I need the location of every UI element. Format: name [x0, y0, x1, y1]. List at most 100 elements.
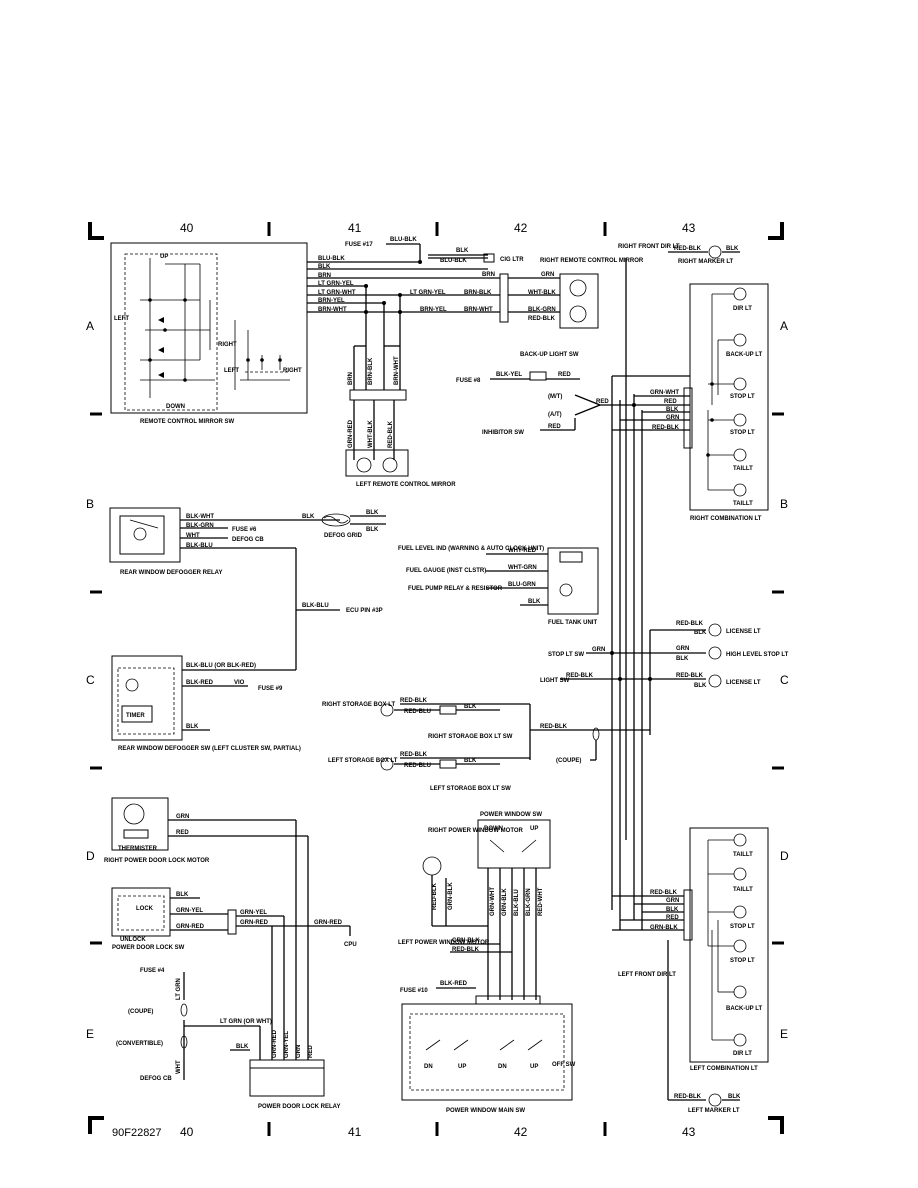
wire-label: WHT-BLK [368, 420, 374, 448]
wire-label: BLK [456, 248, 469, 254]
wire-label: BLU-GRN [508, 582, 536, 588]
storage-box-lights: RIGHT STORAGE BOX LT RED-BLK RED-BLU BLK… [322, 698, 650, 792]
wire-label: WHT-RED [508, 548, 537, 554]
col-label: 42 [514, 221, 528, 235]
wire-label: BLK [464, 758, 477, 764]
wire-label: WHT [186, 533, 200, 539]
column-labels-top: 40 41 42 43 [180, 221, 696, 235]
wire-label: GRN-YEL [240, 910, 267, 916]
thermister-label: THERMISTER [118, 846, 158, 852]
wire-label: BLK [694, 630, 707, 636]
left-combination-lt: LEFT COMBINATION LT TAILLT TAILLT STOP L… [612, 827, 769, 1114]
pw-down-label: DOWN [484, 826, 503, 832]
frame [88, 222, 784, 1136]
right-front-dir-lt-label: RIGHT FRONT DIR LT [618, 244, 680, 250]
wire-label: RED-BLK [566, 673, 594, 679]
rear-defogger-sw-label: REAR WINDOW DEFOGGER SW (LEFT CLUSTER SW… [118, 746, 301, 752]
wire-label: BRN-BLK [464, 290, 492, 296]
wire-label: RED [596, 399, 609, 405]
rear-window-defogger-switch: TIMER REAR WINDOW DEFOGGER SW (LEFT CLUS… [111, 655, 301, 752]
right-combination-lt-label: RIGHT COMBINATION LT [690, 516, 762, 522]
left-marker-lt-label: LEFT MARKER LT [688, 1108, 740, 1114]
wire-label: BLK [676, 656, 689, 662]
high-level-stop-lt-label: HIGH LEVEL STOP LT [726, 652, 789, 658]
wire-label: BLK [464, 704, 477, 710]
main-up2-label: UP [530, 1064, 538, 1070]
wire-label: WHT-GRN [508, 565, 537, 571]
backup-light-sw-label: BACK-UP LIGHT SW [520, 352, 579, 358]
remote-control-mirror-sw-title: REMOTE CONTROL MIRROR SW [140, 419, 235, 425]
wire-label: GRN-RED [272, 1029, 278, 1058]
wire-label: GRN-RED [240, 920, 269, 926]
left-remote-mirror-label: LEFT REMOTE CONTROL MIRROR [356, 482, 456, 488]
main-dn1-label: DN [424, 1064, 433, 1070]
left-lamp-label: BACK-UP LT [726, 1006, 762, 1012]
wire-label: GRN [296, 1045, 302, 1058]
right-marker-lt-label: RIGHT MARKER LT [678, 259, 734, 265]
wire-label: BRN [482, 272, 495, 278]
wire-label: RED-BLK [432, 882, 438, 910]
left-lamp-label: TAILLT [733, 852, 753, 858]
right-storage-box-lt-label: RIGHT STORAGE BOX LT [322, 702, 395, 708]
mirror-sw-up-label: UP [160, 254, 168, 260]
wire-label: GRN-WHT [490, 887, 496, 916]
wire-label: GRN-BLK [448, 882, 454, 910]
wire-label: BRN-BLK [368, 357, 374, 385]
wire-label: BLK [318, 264, 331, 270]
power-door-lock-switch: LOCK UNLOCK POWER DOOR LOCK SW BLK GRN-Y… [111, 887, 357, 1060]
wire-label: BLK-GRN [528, 307, 556, 313]
power-door-lock-relay-area: FUSE #4 LT GRN (COUPE) (CONVERTIBLE) WHT… [116, 968, 340, 1110]
wire-label: RED-BLK [400, 698, 428, 704]
right-lamp-label: DIR LT [733, 306, 752, 312]
left-remote-control-mirror: LEFT REMOTE CONTROL MIRROR [345, 449, 456, 488]
wire-label: BLK [528, 599, 541, 605]
coupe2-label: (COUPE) [128, 1009, 153, 1015]
power-door-lock-sw-label: POWER DOOR LOCK SW [112, 945, 185, 951]
wire-label: RED-BLK [676, 673, 704, 679]
fuel-gauge-label: FUEL GAUGE (INST CLSTR) [406, 568, 486, 574]
wire-label: BLU-BLK [440, 258, 467, 264]
col-label: 41 [348, 1125, 362, 1139]
wire-label: RED [176, 830, 189, 836]
ecu-pin: BLK-BLU ECU PIN #3P [296, 603, 383, 614]
wire-label: BRN [348, 372, 354, 385]
fuel-tank-unit-label: FUEL TANK UNIT [548, 620, 597, 626]
right-door-lock-motor-label: RIGHT POWER DOOR LOCK MOTOR [104, 858, 210, 864]
wire-label: BRN-WHT [464, 307, 493, 313]
wire-label: BLK [366, 510, 379, 516]
row-labels-right: A B C D E [780, 319, 789, 1041]
wire-label: BLU-BLK [318, 256, 345, 262]
license-stop-lights: RED-BLK BLK LICENSE LT STOP LT SW GRN GR… [540, 621, 789, 735]
row-label: E [780, 1027, 788, 1041]
column-labels-bottom: 40 41 42 43 [180, 1125, 696, 1139]
left-lamp-label: DIR LT [733, 1051, 752, 1057]
wire-label: RED-BLU [404, 709, 431, 715]
wire-label: RED-BLK [528, 316, 556, 322]
row-label: A [86, 319, 94, 333]
wire-label: GRN-RED [314, 920, 343, 926]
wire-label: GRN-RED [348, 419, 354, 448]
light-sw-label: LIGHT SW [540, 678, 570, 684]
rear-defogger-relay-label: REAR WINDOW DEFOGGER RELAY [120, 570, 222, 576]
mirror-sw-right-label: RIGHT [218, 342, 237, 348]
wire-label: BRN-WHT [394, 356, 400, 385]
col-label: 43 [682, 1125, 696, 1139]
fuse9-label: FUSE #9 [258, 686, 283, 692]
license-lt-1-label: LICENSE LT [726, 629, 761, 635]
at-label: (A/T) [548, 412, 562, 418]
wire-label: BLK-BLU [302, 603, 329, 609]
inhibitor-sw-label: INHIBITOR SW [482, 430, 524, 436]
wire-label: LT GRN [176, 978, 182, 1000]
wire-label: RED-BLK [652, 425, 680, 431]
fuel-level-ind-label: FUEL LEVEL IND (WARNING & AUTO CLOCK UNI… [398, 546, 544, 552]
power-door-lock-relay-label: POWER DOOR LOCK RELAY [258, 1104, 340, 1110]
left-pw-motor-label: LEFT POWER WINDOW MOTOR [398, 940, 490, 946]
row-label: C [86, 673, 95, 687]
wire-label: GRN-BLK [650, 925, 678, 931]
rear-window-defogger-relay: REAR WINDOW DEFOGGER RELAY BLK-WHT BLK-G… [109, 507, 386, 670]
pw-up-label: UP [530, 826, 538, 832]
wire-label: VIO [234, 680, 245, 686]
wire-label: BLK [666, 407, 679, 413]
row-label: C [780, 673, 789, 687]
cig-lighter-label: CIG LTR [500, 257, 524, 263]
